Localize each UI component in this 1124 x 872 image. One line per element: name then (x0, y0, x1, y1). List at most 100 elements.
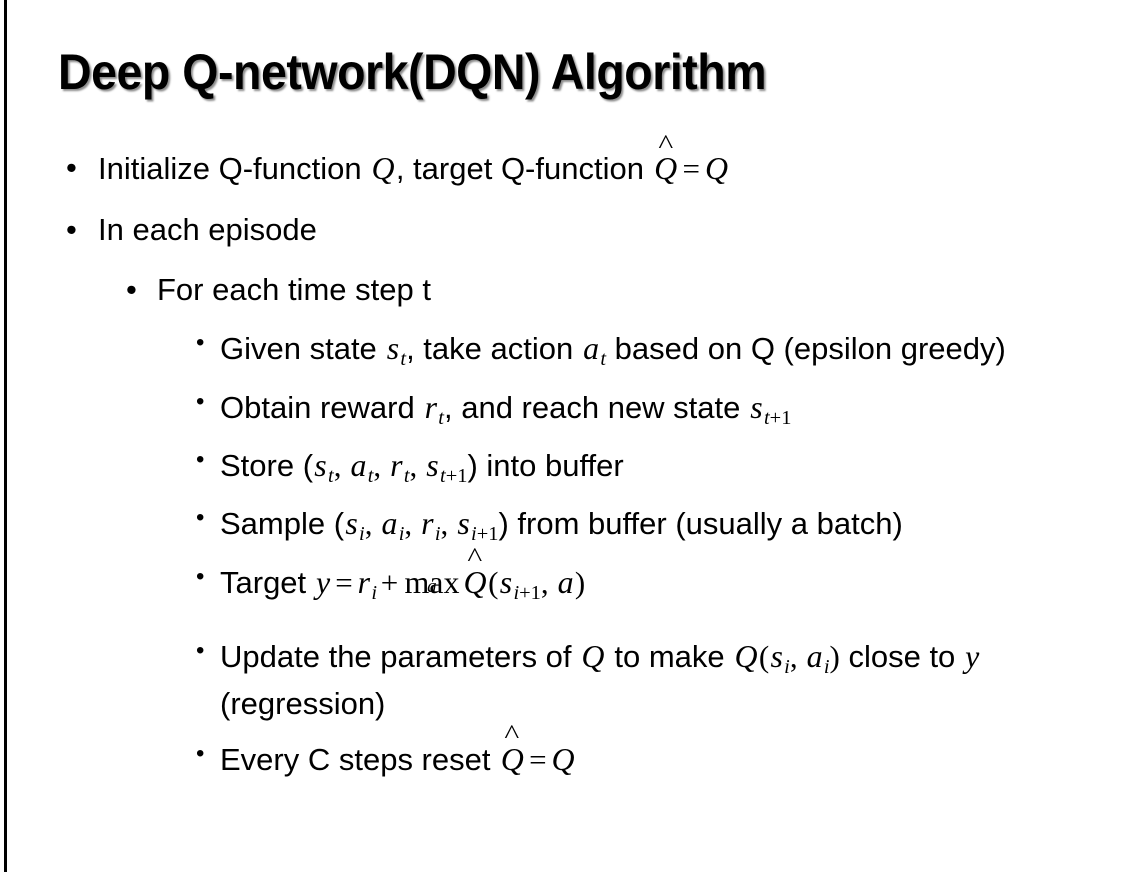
text-run: , take action (406, 331, 582, 367)
math-var-y: y (965, 639, 980, 675)
math-var-s: s (457, 506, 470, 542)
math-var-s: s (499, 564, 513, 600)
slide-title: Deep Q-network(DQN) Algorithm (58, 44, 767, 100)
math-sub-i: i (784, 656, 790, 679)
bullet-sample-from-buffer: • Sample (si, ai, ri, si+1) from buffer … (0, 501, 1124, 549)
math-equals: = (682, 151, 701, 186)
text-run: (regression) (220, 686, 386, 722)
math-var-a: a (350, 448, 367, 484)
math-sub-i: i (359, 523, 365, 546)
bullet-text: For each time step t (157, 271, 431, 307)
math-plus: + (380, 564, 399, 600)
sub-var: t (440, 465, 446, 488)
math-sub-t: t (367, 465, 374, 488)
sub-op: +1 (769, 406, 792, 429)
bullet-text: Given state st, take action at based on … (220, 326, 1096, 374)
bullet-text: In each episode (98, 211, 317, 247)
text-run: Target (220, 564, 315, 600)
math-sub-i: i (823, 656, 830, 679)
math-sub-i-plus-1: i+1 (513, 582, 540, 604)
math-sub-t: t (400, 348, 407, 371)
bullet-target-equation: • Target y=ri+maxaQ(si+1, a) (0, 560, 1124, 608)
math-var-s: s (750, 389, 763, 425)
bullet-every-c-steps-reset: • Every C steps reset Q=Q (0, 737, 1124, 783)
math-sub-i: i (434, 523, 441, 546)
text-run: , and reach new state (443, 389, 750, 425)
bullet-marker: • (196, 387, 205, 415)
text-run: Update the parameters of (220, 639, 581, 675)
math-paren-open: ( (758, 639, 770, 675)
text-run: Store ( (220, 448, 314, 484)
text-run: close to (839, 639, 964, 675)
math-var-q: Q (551, 741, 575, 777)
bullet-for-each-time-step: • For each time step t (0, 268, 1124, 312)
sub-op: +1 (476, 523, 499, 546)
math-equals: = (529, 741, 547, 777)
bullet-text: Sample (si, ai, ri, si+1) from buffer (u… (220, 501, 1096, 549)
bullet-text: Target y=ri+maxaQ(si+1, a) (220, 560, 1096, 608)
bullet-update-parameters: • Update the parameters of Q to make Q(s… (0, 634, 1124, 727)
math-var-q: Q (371, 151, 395, 186)
max-label: max (404, 564, 460, 600)
math-var-s: s (314, 448, 327, 484)
math-sub-t: t (438, 406, 444, 429)
left-edge-rule (4, 0, 7, 872)
math-var-r: r (421, 506, 434, 542)
math-equals: = (335, 564, 353, 600)
math-comma: , (789, 639, 806, 675)
math-var-q: Q (705, 151, 729, 186)
text-run: ) into buffer (467, 448, 624, 484)
bullet-store-into-buffer: • Store (st, at, rt, st+1) into buffer (0, 443, 1124, 491)
math-var-q: Q (734, 639, 758, 675)
math-sub-t-plus-1: t+1 (764, 407, 791, 429)
math-sub-t: t (403, 465, 410, 488)
math-var-a: a (557, 564, 574, 600)
math-sub-i: i (371, 581, 378, 604)
bullet-obtain-reward: • Obtain reward rt, and reach new state … (0, 385, 1124, 433)
bullet-text: Update the parameters of Q to make Q(si,… (220, 634, 1096, 727)
sub-var: i (513, 581, 520, 604)
bullet-marker: • (126, 271, 137, 307)
sub-var: i (471, 523, 477, 546)
math-var-y: y (316, 564, 331, 600)
math-comma: , (440, 506, 457, 542)
bullet-marker: • (196, 329, 205, 357)
text-run: Every C steps reset (220, 741, 500, 777)
math-paren-close: ) (574, 564, 586, 600)
bullet-in-each-episode: • In each episode (0, 208, 1124, 252)
math-var-s: s (345, 506, 358, 542)
bullet-marker: • (196, 562, 205, 590)
math-var-s: s (386, 331, 400, 367)
math-var-a: a (381, 506, 398, 542)
max-subscript: a (427, 576, 437, 598)
sub-var: t (763, 406, 770, 429)
text-run: Obtain reward (220, 389, 424, 425)
math-var-s: s (770, 639, 783, 675)
bullet-marker: • (196, 504, 205, 532)
math-var-r: r (424, 389, 438, 425)
bullet-list: • Initialize Q-function Q, target Q-func… (0, 146, 1124, 792)
math-sub-i-plus-1: i+1 (471, 524, 498, 546)
math-q-hat: Q (499, 737, 525, 783)
math-comma: , (540, 564, 557, 600)
bullet-text: Obtain reward rt, and reach new state st… (220, 385, 1096, 433)
bullet-marker: • (196, 446, 205, 474)
text-run: to make (605, 639, 734, 675)
math-comma: , (333, 448, 350, 484)
text-run: based on Q (epsilon greedy) (606, 331, 1006, 367)
sub-op: +1 (519, 581, 541, 604)
math-var-a: a (583, 331, 600, 367)
text-run: Given state (220, 331, 386, 367)
bullet-marker: • (196, 739, 205, 767)
math-paren-open: ( (488, 564, 499, 600)
bullet-marker: • (66, 150, 77, 185)
math-var-q: Q (581, 639, 605, 675)
bullet-text: Initialize Q-function Q, target Q-functi… (98, 146, 1096, 192)
math-var-r: r (357, 564, 371, 600)
math-var-s: s (426, 448, 439, 484)
math-comma: , (373, 448, 389, 484)
math-q-hat: Q (653, 146, 679, 192)
math-var-a: a (806, 639, 823, 675)
math-comma: , (364, 506, 381, 542)
